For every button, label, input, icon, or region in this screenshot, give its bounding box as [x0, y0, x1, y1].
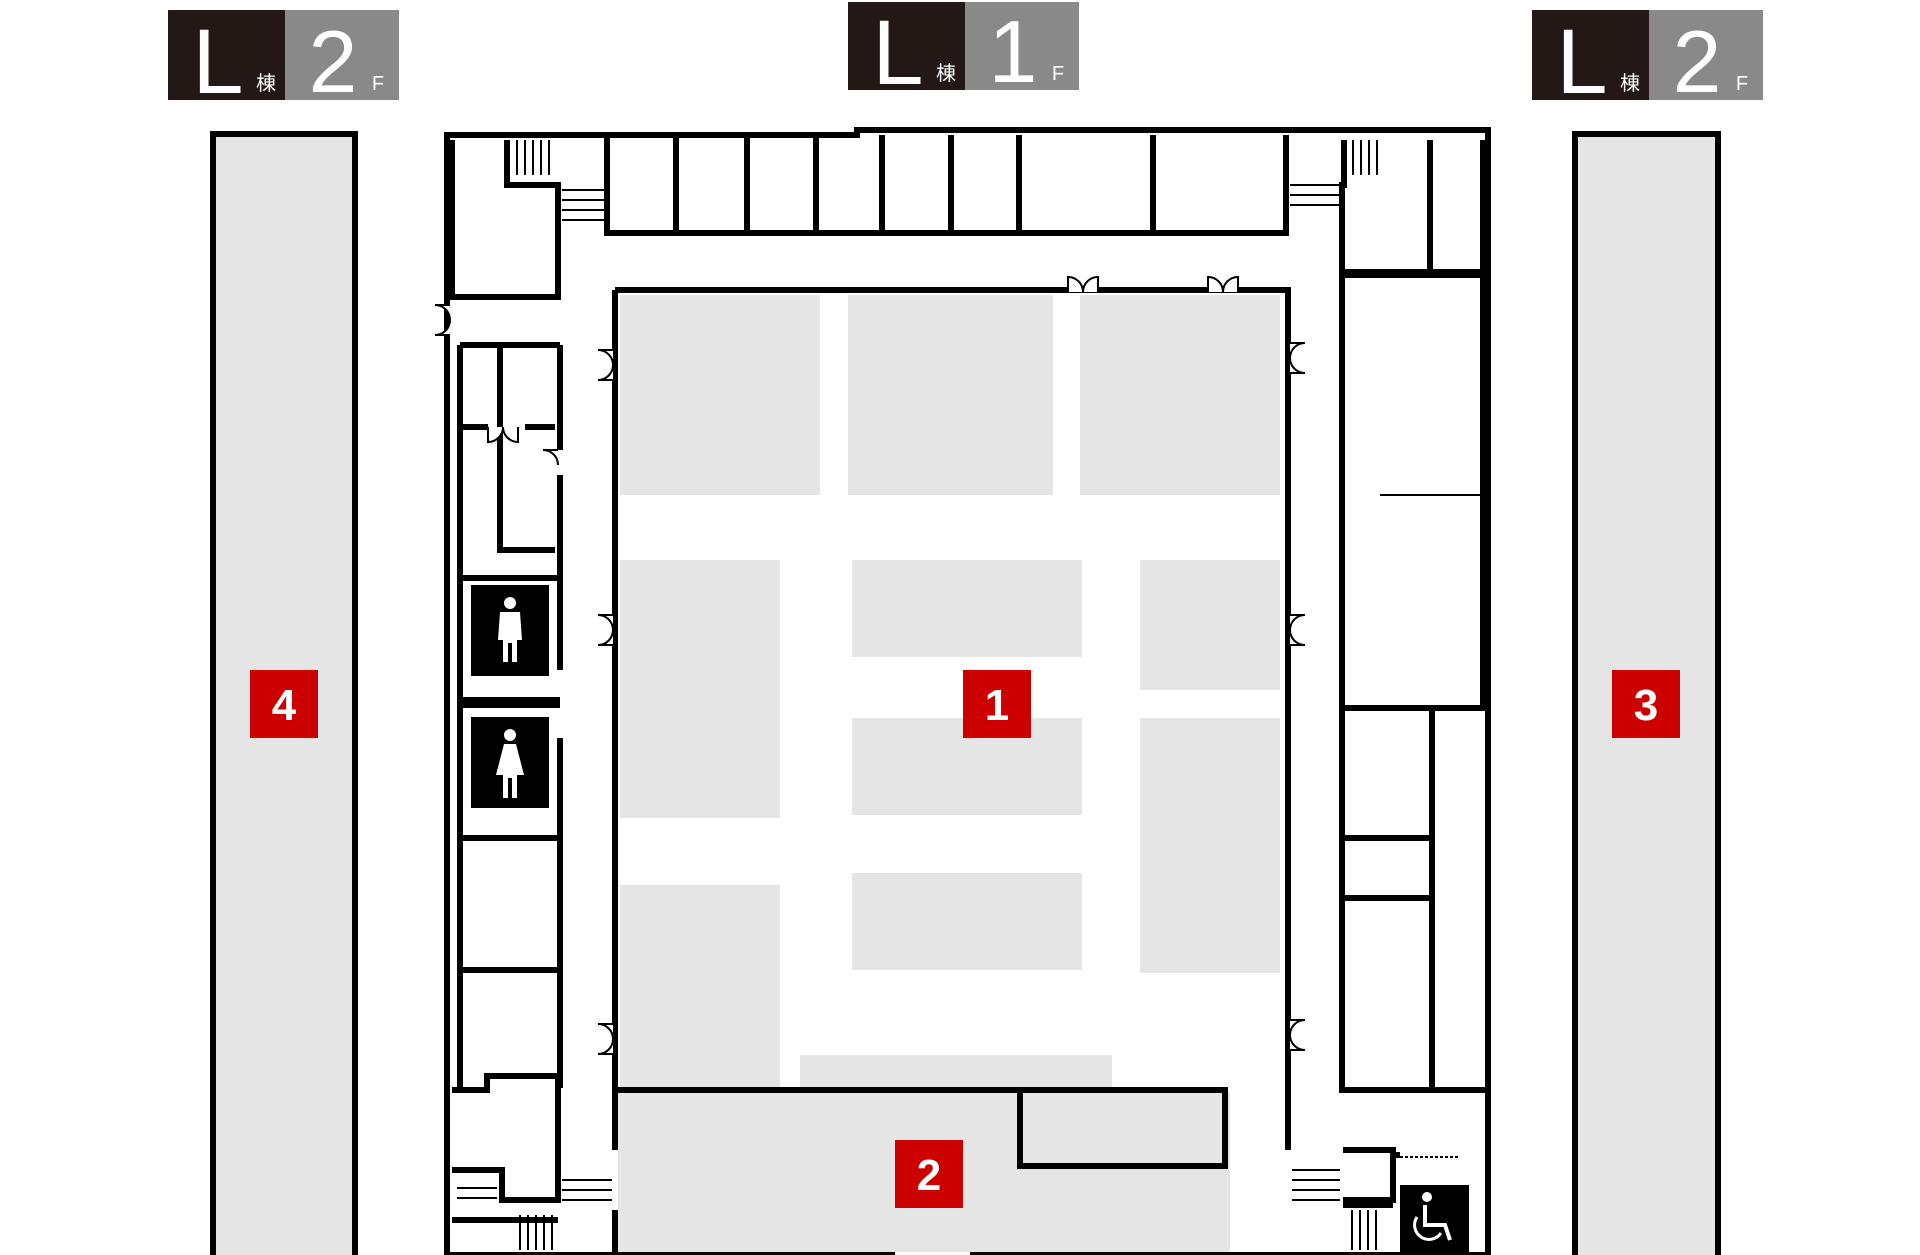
- building-kanji: 棟: [936, 62, 956, 85]
- svg-text:2: 2: [917, 1151, 941, 1200]
- area-marker-3[interactable]: 3: [1612, 670, 1680, 738]
- floor-unit: F: [1052, 63, 1064, 85]
- wheelchair-icon: [1400, 1185, 1469, 1254]
- building-letter: L: [872, 2, 923, 104]
- building-kanji: 棟: [1620, 72, 1640, 95]
- building-letter: L: [192, 11, 243, 113]
- area-marker-1[interactable]: 1: [963, 670, 1031, 738]
- female-restroom-icon: [471, 717, 549, 808]
- floor-label-left: L 棟 2 F: [168, 10, 399, 113]
- floor-label-right: L 棟 2 F: [1532, 10, 1763, 113]
- svg-text:3: 3: [1634, 681, 1658, 730]
- floor-number: 2: [1673, 12, 1722, 111]
- floor-label-center: L 棟 1 F: [848, 2, 1079, 104]
- area-marker-4[interactable]: 4: [250, 670, 318, 738]
- male-restroom-icon: [471, 585, 549, 676]
- floor-number: 2: [309, 12, 358, 111]
- floor-number: 1: [989, 2, 1038, 101]
- stairs: [457, 140, 1460, 1250]
- doors: [434, 275, 1306, 1055]
- floor-plan-walls: [444, 127, 1491, 1255]
- building-kanji: 棟: [256, 72, 276, 95]
- svg-text:1: 1: [985, 681, 1009, 730]
- area-marker-2[interactable]: 2: [895, 1140, 963, 1208]
- floor-unit: F: [372, 73, 384, 95]
- floor-unit: F: [1736, 73, 1748, 95]
- exhibition-zones: [618, 295, 1280, 1252]
- svg-text:4: 4: [272, 681, 297, 730]
- building-letter: L: [1556, 11, 1607, 113]
